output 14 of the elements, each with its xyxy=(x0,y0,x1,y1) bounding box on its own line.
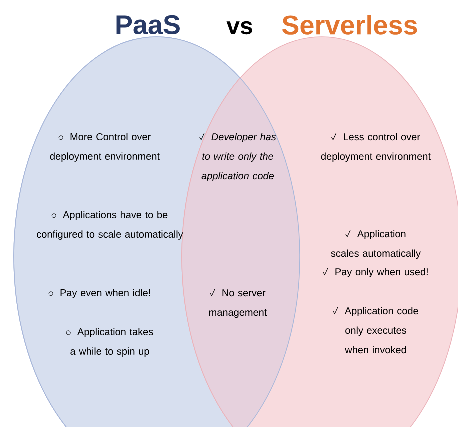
heading: PaaS xyxy=(116,15,180,35)
versus-text: vs xyxy=(226,21,252,35)
item-text: Applications have to be configured to scale automatically xyxy=(37,211,184,240)
item-text: Application takes a while to spin up xyxy=(66,328,154,357)
venn-circle xyxy=(182,36,458,427)
item-text: Pay even when idle! xyxy=(48,289,150,298)
heading: Serverless xyxy=(282,15,418,35)
item-text: Application code only executes when invoked xyxy=(333,307,418,354)
item-text: Pay only when used! xyxy=(323,268,428,278)
item-text: More Control over deployment environment xyxy=(50,133,160,162)
item-text: No server management xyxy=(209,289,268,318)
item-text: Application scales automatically xyxy=(331,230,421,260)
item-text: Developer has to write only the application code xyxy=(200,133,276,182)
item-text: Less control over deployment environment xyxy=(321,133,431,162)
